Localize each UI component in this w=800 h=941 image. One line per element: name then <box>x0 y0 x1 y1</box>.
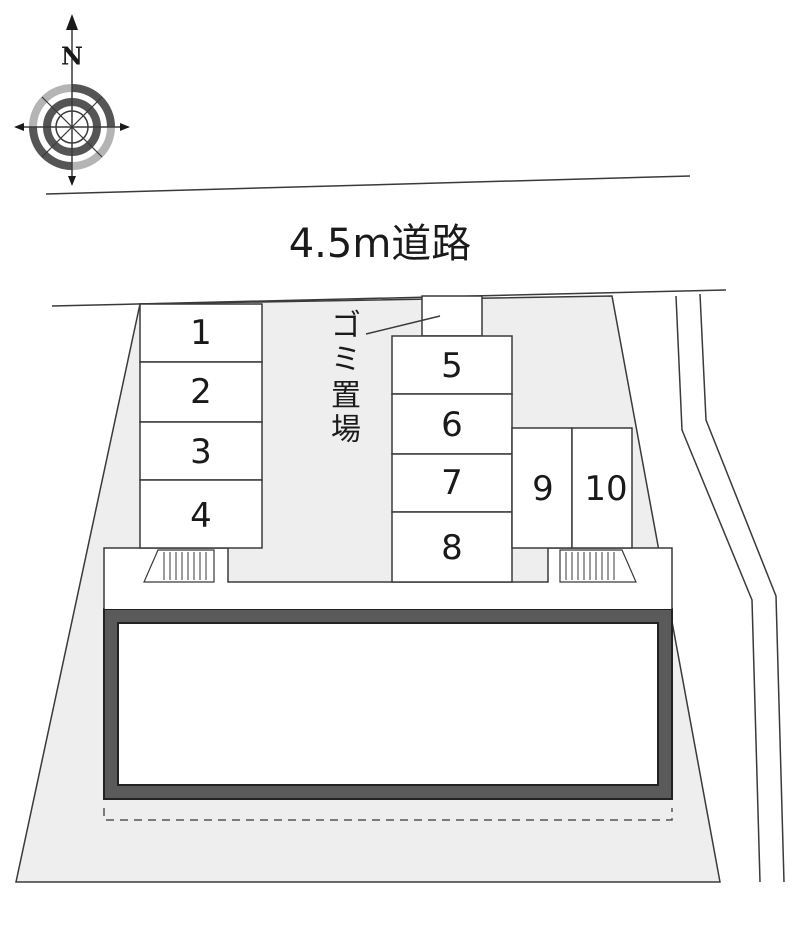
compass-north-label: N <box>61 42 83 71</box>
parking-space-4-label: 4 <box>190 496 212 536</box>
garbage-area <box>421 295 483 337</box>
entrance-hatch-right <box>559 549 637 583</box>
parking-block-left <box>139 303 263 549</box>
road-edge-north <box>45 175 691 195</box>
parking-space-9-label: 9 <box>532 469 554 509</box>
parking-space-3-label: 3 <box>190 432 212 472</box>
entrance-hatch-left <box>143 549 215 583</box>
parking-space-2-label: 2 <box>190 372 212 412</box>
side-channel-line-1 <box>675 295 761 883</box>
parking-space-7-label: 7 <box>441 463 463 503</box>
parking-space-5-label: 5 <box>441 346 463 386</box>
parking-space-10-label: 10 <box>584 469 627 509</box>
parking-block-center <box>391 335 513 583</box>
garbage-area-label-char-3: 置 <box>331 379 361 414</box>
garbage-area-label-char-4: 場 <box>331 413 361 448</box>
parking-block-right <box>511 427 633 549</box>
road-label: 4.5m道路 <box>289 221 472 267</box>
parking-space-1-label: 1 <box>190 313 212 353</box>
compass-rose-icon <box>14 14 130 186</box>
parking-space-6-label: 6 <box>441 405 463 445</box>
building-dashed-outline <box>103 808 673 821</box>
building-outline <box>105 610 671 798</box>
garbage-area-label-char-1: ゴ <box>331 309 361 344</box>
building-inner <box>117 622 659 786</box>
garbage-area-label-char-2: ミ <box>331 343 361 378</box>
side-channel-line-2 <box>699 293 785 883</box>
garbage-leader-line <box>365 315 441 335</box>
parking-space-8-label: 8 <box>441 528 463 568</box>
